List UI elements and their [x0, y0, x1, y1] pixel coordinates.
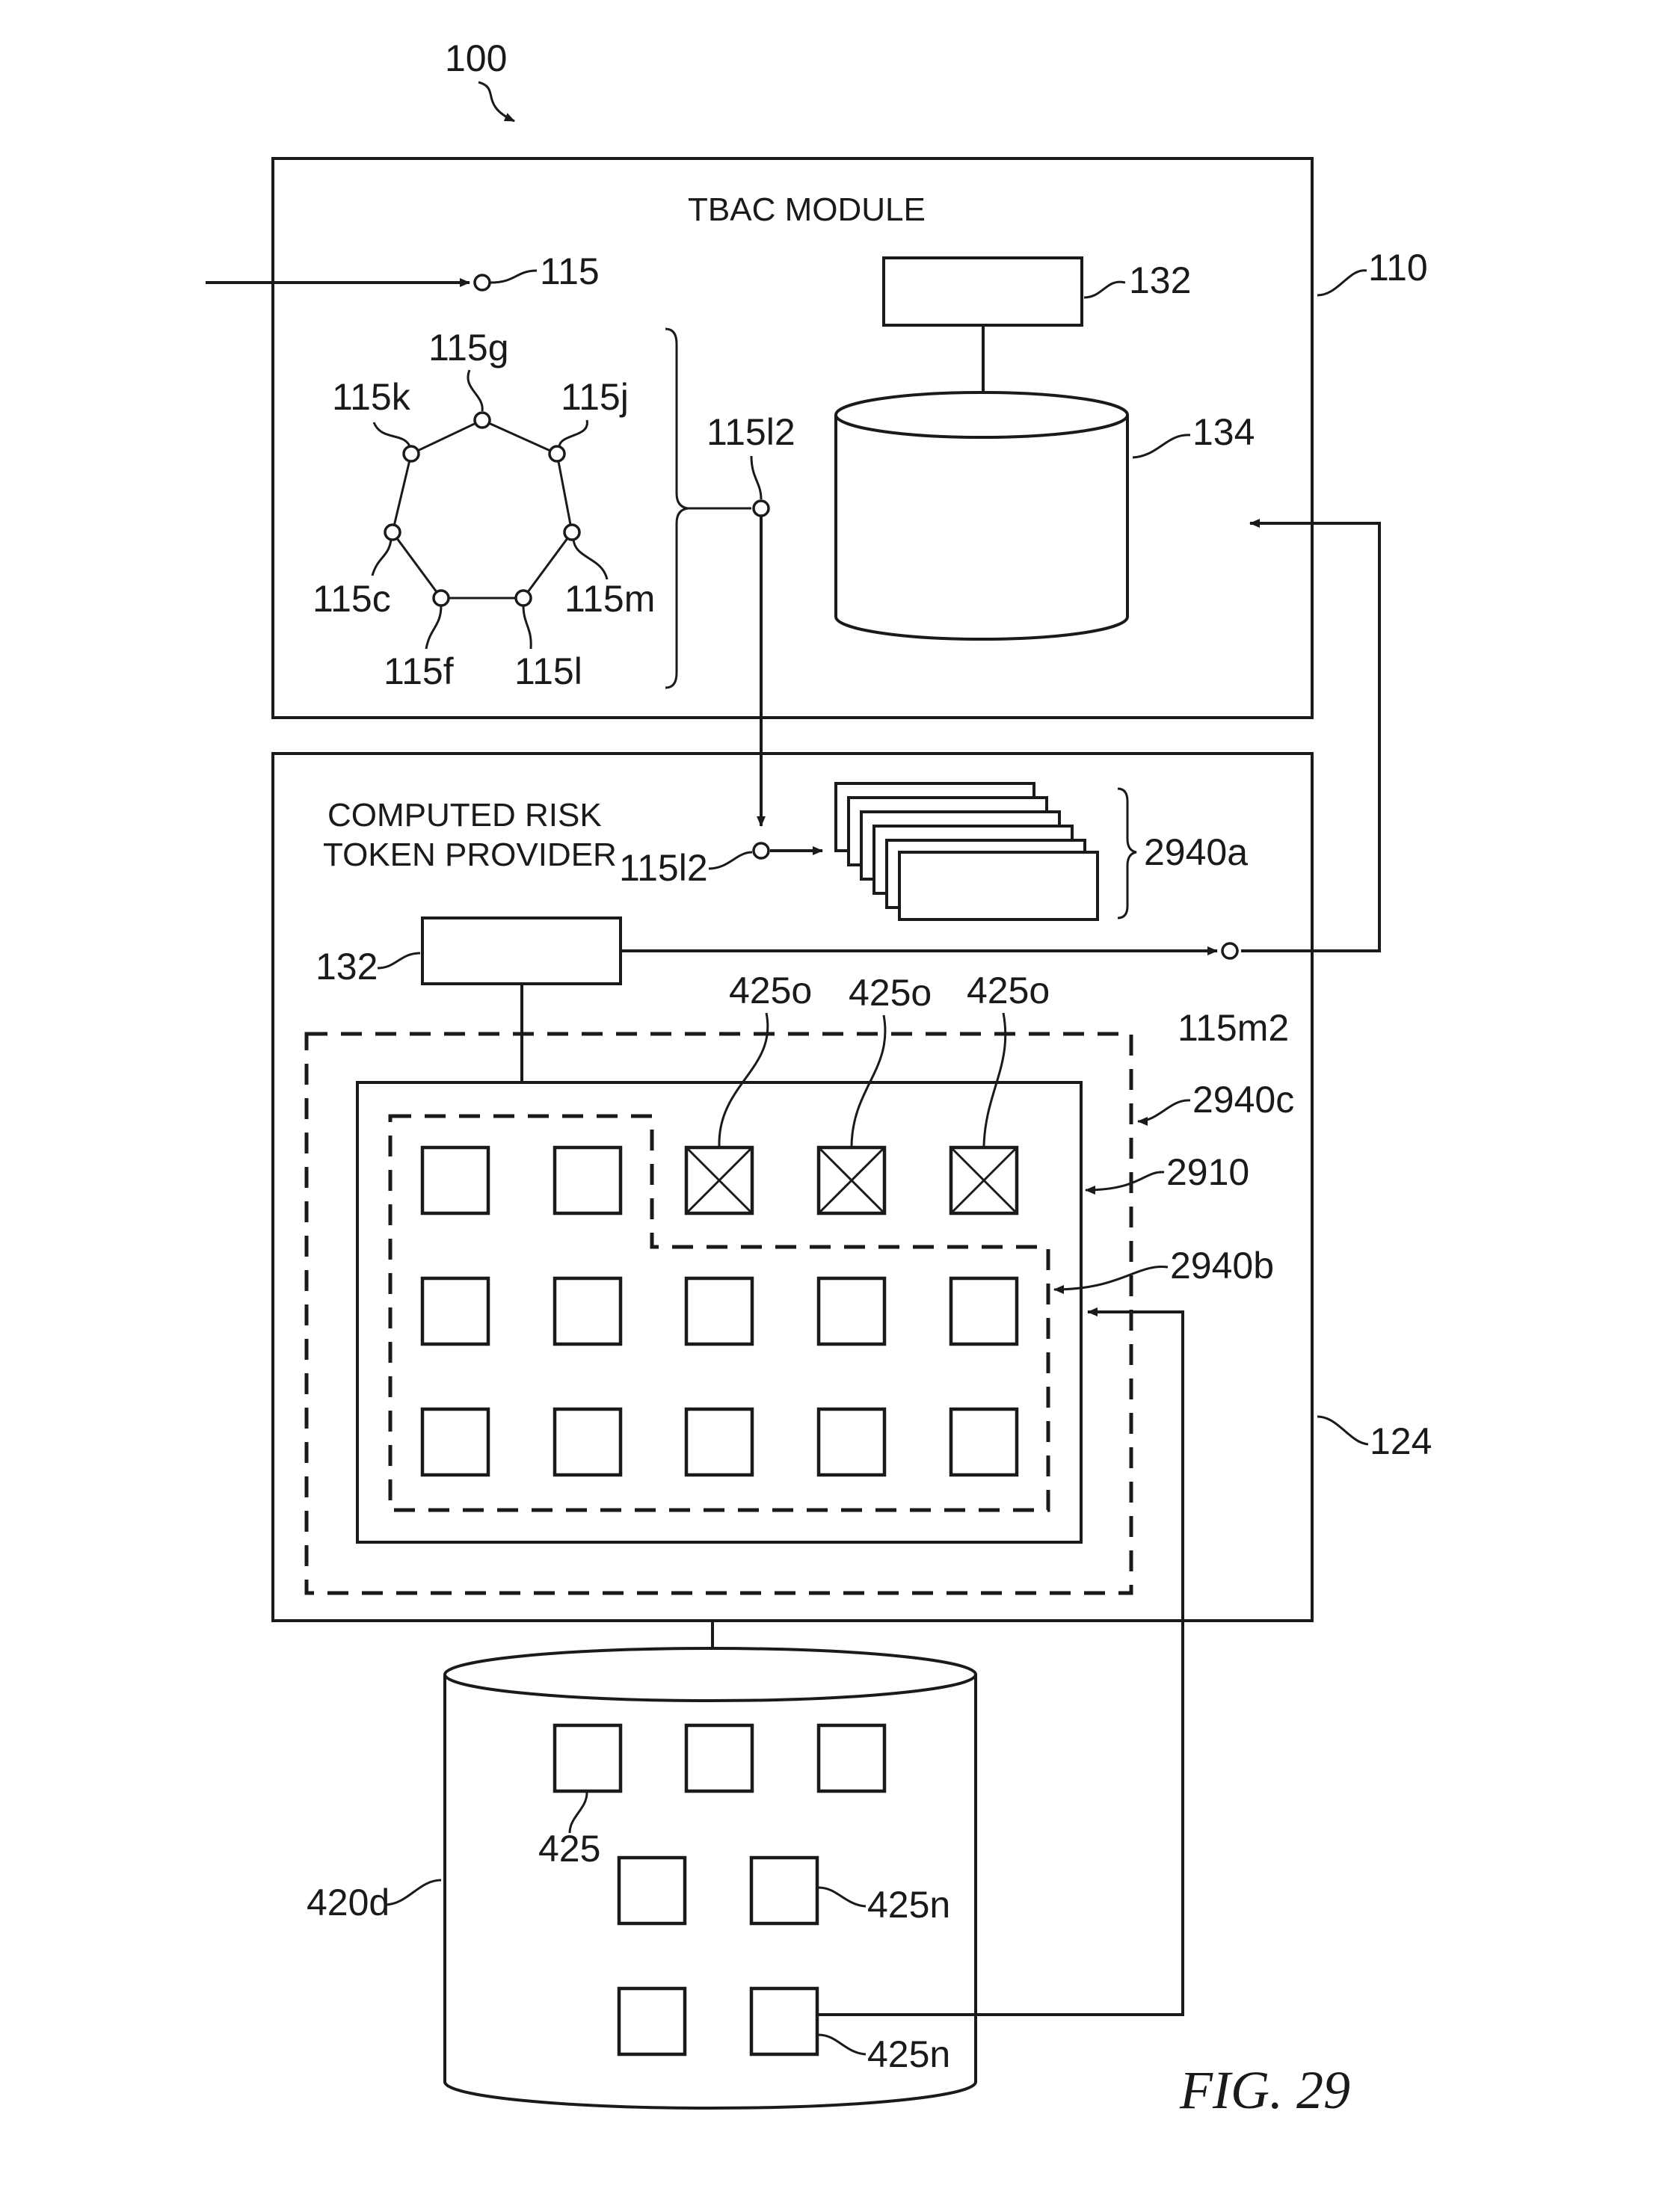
db-420d-top — [445, 1648, 976, 1701]
stack-brace — [1118, 789, 1136, 918]
figure-number-arrow — [478, 82, 514, 121]
tbac-box-132-label: 132 — [1129, 259, 1191, 301]
db-item — [751, 1858, 817, 1923]
db-420d-leader — [385, 1880, 441, 1905]
node-115m — [564, 525, 579, 540]
grid-square — [422, 1278, 488, 1344]
risk-provider-ref: 124 — [1370, 1420, 1432, 1462]
grid-square — [555, 1278, 621, 1344]
db-item-425n-label-1: 425n — [867, 1884, 950, 1926]
db-item — [555, 1725, 621, 1791]
grid-square — [555, 1147, 621, 1213]
grid-square — [686, 1409, 752, 1475]
risk-provider-title-line1: COMPUTED RISK — [327, 797, 602, 834]
db-item — [686, 1725, 752, 1791]
selected-label-1: 425o — [729, 970, 812, 1011]
node-115m2-label: 115m2 — [1178, 1007, 1289, 1049]
figure-caption: FIG. 29 — [1179, 2060, 1350, 2120]
risk-provider-ref-leader — [1317, 1417, 1368, 1444]
node-115l2-top-leader — [751, 456, 761, 499]
tbac-module-ref-leader — [1317, 271, 1367, 295]
db-item — [751, 1988, 817, 2054]
db-item-425-label: 425 — [538, 1828, 600, 1870]
outer-dashed-2940c-label: 2940c — [1192, 1079, 1294, 1121]
node-115g-leader — [468, 370, 482, 411]
solid-2910-leader — [1086, 1172, 1164, 1190]
db-item — [619, 1858, 685, 1923]
node-115c-label: 115c — [313, 578, 391, 620]
node-115k — [404, 446, 419, 461]
selected-square — [951, 1147, 1017, 1213]
stack-2940a-label: 2940a — [1144, 831, 1248, 873]
node-115j-label: 115j — [561, 376, 629, 418]
inner-dashed-2940b-label: 2940b — [1170, 1245, 1274, 1287]
db-420d-label: 420d — [307, 1882, 390, 1923]
node-115l2-top — [754, 501, 769, 516]
tbac-box-132 — [884, 258, 1082, 325]
node-115c — [385, 525, 400, 540]
node-115m-leader — [573, 540, 607, 579]
figure-number-label: 100 — [445, 37, 507, 79]
node-ring — [393, 420, 572, 598]
selected-label-3: 425o — [967, 970, 1050, 1011]
tbac-module-title: TBAC MODULE — [688, 191, 926, 228]
node-115g — [475, 413, 490, 428]
db-134-leader — [1133, 435, 1190, 458]
node-115l2-bottom-leader — [709, 852, 752, 869]
grid-square — [951, 1409, 1017, 1475]
provider-box-132-label: 132 — [316, 946, 378, 988]
node-115l2-bottom — [754, 843, 769, 858]
grid-square — [951, 1278, 1017, 1344]
node-115m2 — [1222, 943, 1237, 958]
grid-square — [555, 1409, 621, 1475]
grid-square — [422, 1409, 488, 1475]
outer-dashed-2940c-leader — [1138, 1100, 1190, 1121]
selected-square — [819, 1147, 884, 1213]
tbac-box-132-leader — [1084, 282, 1125, 298]
selected-label-2: 425o — [849, 972, 932, 1014]
node-115c-leader — [372, 540, 391, 576]
node-115l2-bottom-label: 115l2 — [619, 847, 708, 889]
node-115m-label: 115m — [564, 578, 655, 620]
return-arrow — [1241, 523, 1379, 951]
token-card-6 — [899, 852, 1098, 919]
node-115 — [475, 275, 490, 290]
node-115j-leader — [559, 420, 587, 446]
ring-brace — [665, 329, 688, 688]
provider-box-132-leader — [378, 953, 420, 968]
db-item — [819, 1725, 884, 1791]
tbac-module-ref: 110 — [1368, 247, 1428, 289]
db-134-top — [836, 392, 1127, 437]
node-115l2-top-label: 115l2 — [707, 411, 795, 453]
node-115l — [516, 591, 531, 606]
grid-square — [686, 1278, 752, 1344]
node-115k-leader — [374, 422, 410, 446]
node-115l-label: 115l — [514, 650, 582, 692]
node-115-label: 115 — [540, 250, 600, 292]
grid-square — [819, 1278, 884, 1344]
node-115f-label: 115f — [384, 650, 454, 692]
selected-square — [686, 1147, 752, 1213]
grid-square — [819, 1409, 884, 1475]
node-115-leader — [490, 271, 537, 283]
grid-square — [422, 1147, 488, 1213]
node-115f-leader — [426, 606, 441, 649]
node-115l-leader — [523, 606, 531, 649]
node-115k-label: 115k — [332, 376, 411, 418]
node-115g-label: 115g — [428, 327, 509, 369]
risk-provider-title-line2: TOKEN PROVIDER — [323, 837, 617, 873]
db-134-label: 134 — [1192, 411, 1255, 453]
provider-box-132 — [422, 918, 621, 984]
inner-dashed-2940b-leader — [1054, 1267, 1168, 1290]
db-item — [619, 1988, 685, 2054]
db-item-425n-label-2: 425n — [867, 2033, 950, 2075]
node-115f — [434, 591, 449, 606]
node-115j — [550, 446, 564, 461]
db-134-body — [836, 415, 1127, 639]
solid-2910-label: 2910 — [1166, 1151, 1249, 1193]
